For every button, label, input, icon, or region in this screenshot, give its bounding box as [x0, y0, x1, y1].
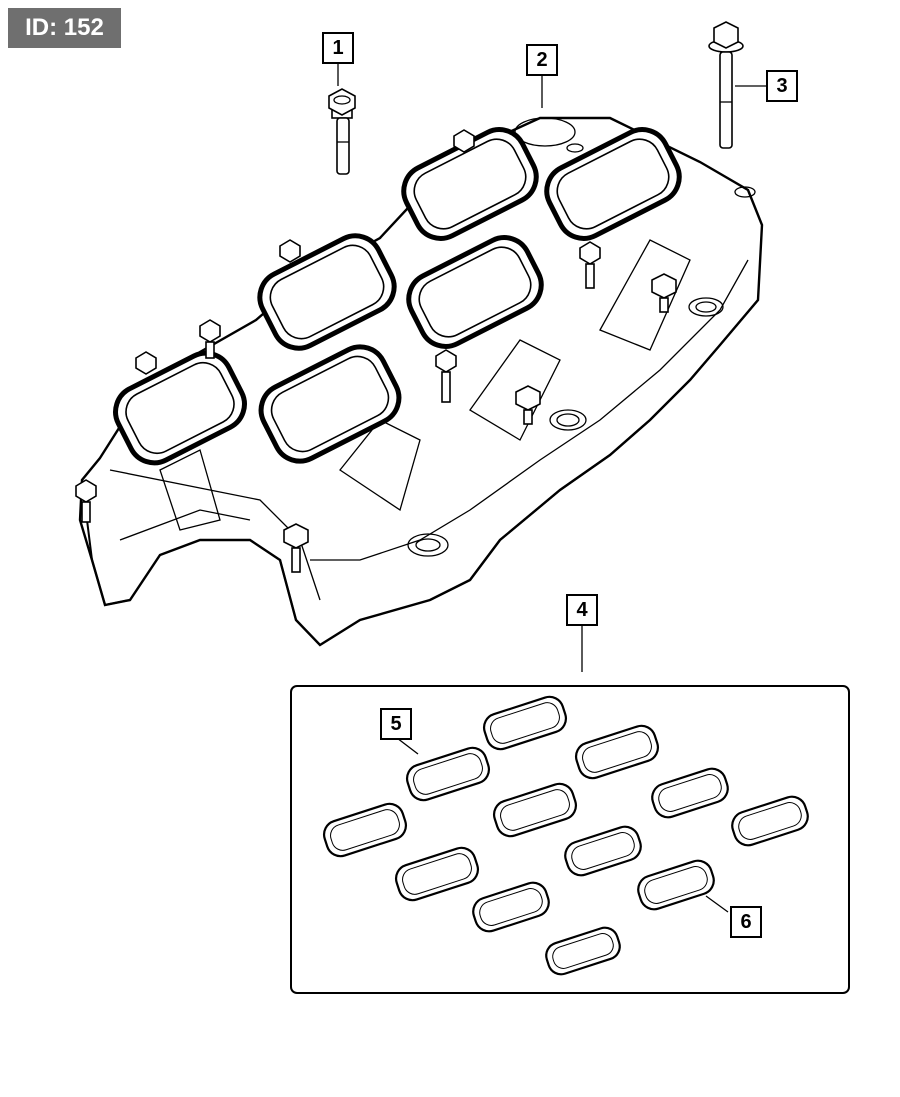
mounting-stud	[435, 349, 457, 403]
gasket	[651, 767, 729, 819]
mounting-stud	[453, 129, 475, 153]
intake-port	[401, 127, 539, 241]
gasket	[637, 859, 715, 911]
gasket	[405, 746, 491, 802]
gasket	[564, 825, 642, 877]
gasket-kit-frame	[290, 685, 850, 994]
mounting-stud	[579, 241, 601, 289]
callout-5: 5	[380, 708, 412, 740]
gasket	[731, 795, 809, 847]
leader-lines	[337, 64, 766, 913]
diagram-id-badge: ID: 152	[8, 8, 121, 48]
gasket	[482, 695, 568, 751]
mounting-stud	[279, 239, 301, 263]
intake-port	[406, 235, 544, 349]
mounting-stud	[283, 523, 309, 573]
gasket	[322, 802, 408, 858]
intake-port	[113, 350, 247, 466]
mounting-stud	[651, 273, 677, 313]
gasket	[545, 926, 621, 976]
intake-manifold	[75, 116, 764, 647]
intake-port	[544, 127, 682, 241]
callout-4: 4	[566, 594, 598, 626]
intake-port	[258, 344, 402, 464]
bolt-1	[328, 88, 356, 175]
gasket	[394, 846, 480, 902]
mounting-stud	[135, 351, 157, 375]
gasket	[472, 881, 550, 933]
mounting-stud	[515, 385, 541, 425]
callout-1: 1	[322, 32, 354, 64]
gasket	[492, 782, 578, 838]
callout-2: 2	[526, 44, 558, 76]
intake-port	[257, 233, 397, 351]
mounting-stud	[199, 319, 221, 359]
bolt-3	[708, 21, 744, 149]
callout-3: 3	[766, 70, 798, 102]
mounting-stud	[75, 479, 97, 523]
gasket-set	[322, 695, 809, 976]
gasket	[574, 724, 660, 780]
callout-6: 6	[730, 906, 762, 938]
